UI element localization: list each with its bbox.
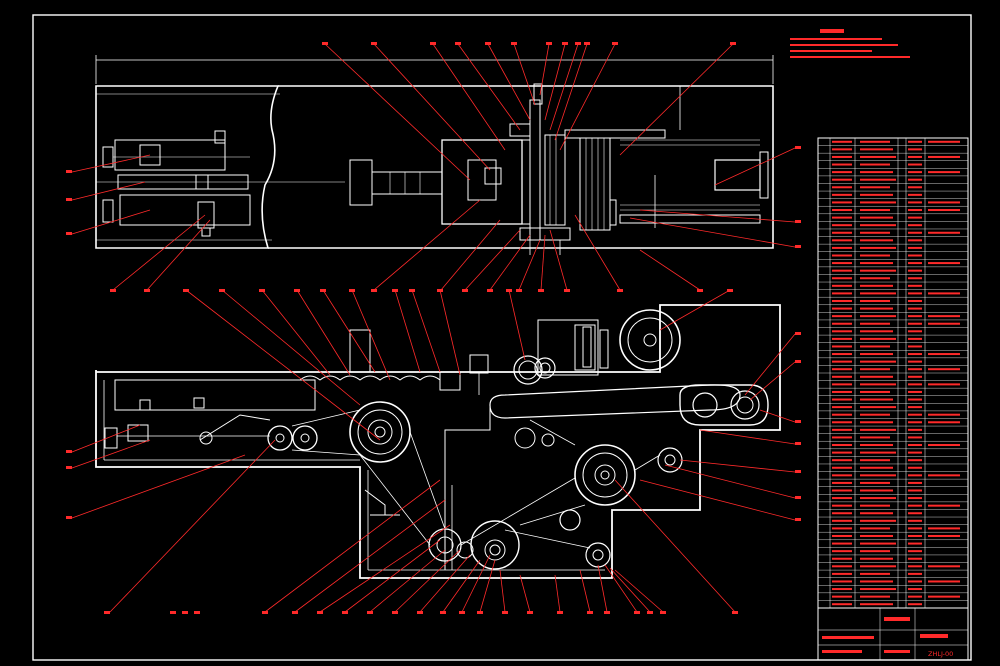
drawing-number: ZHLJ-00 xyxy=(928,650,953,658)
top-view xyxy=(95,55,774,255)
title-block: ZHLJ-00 xyxy=(817,607,969,661)
parts-list-table xyxy=(817,137,969,609)
leader-lines xyxy=(71,43,796,613)
top-view-frame xyxy=(95,85,280,249)
leader-balloons xyxy=(66,42,801,614)
technical-notes xyxy=(790,29,910,58)
outer-frame xyxy=(32,14,972,661)
front-view-frame xyxy=(95,304,781,579)
front-view xyxy=(95,304,781,579)
